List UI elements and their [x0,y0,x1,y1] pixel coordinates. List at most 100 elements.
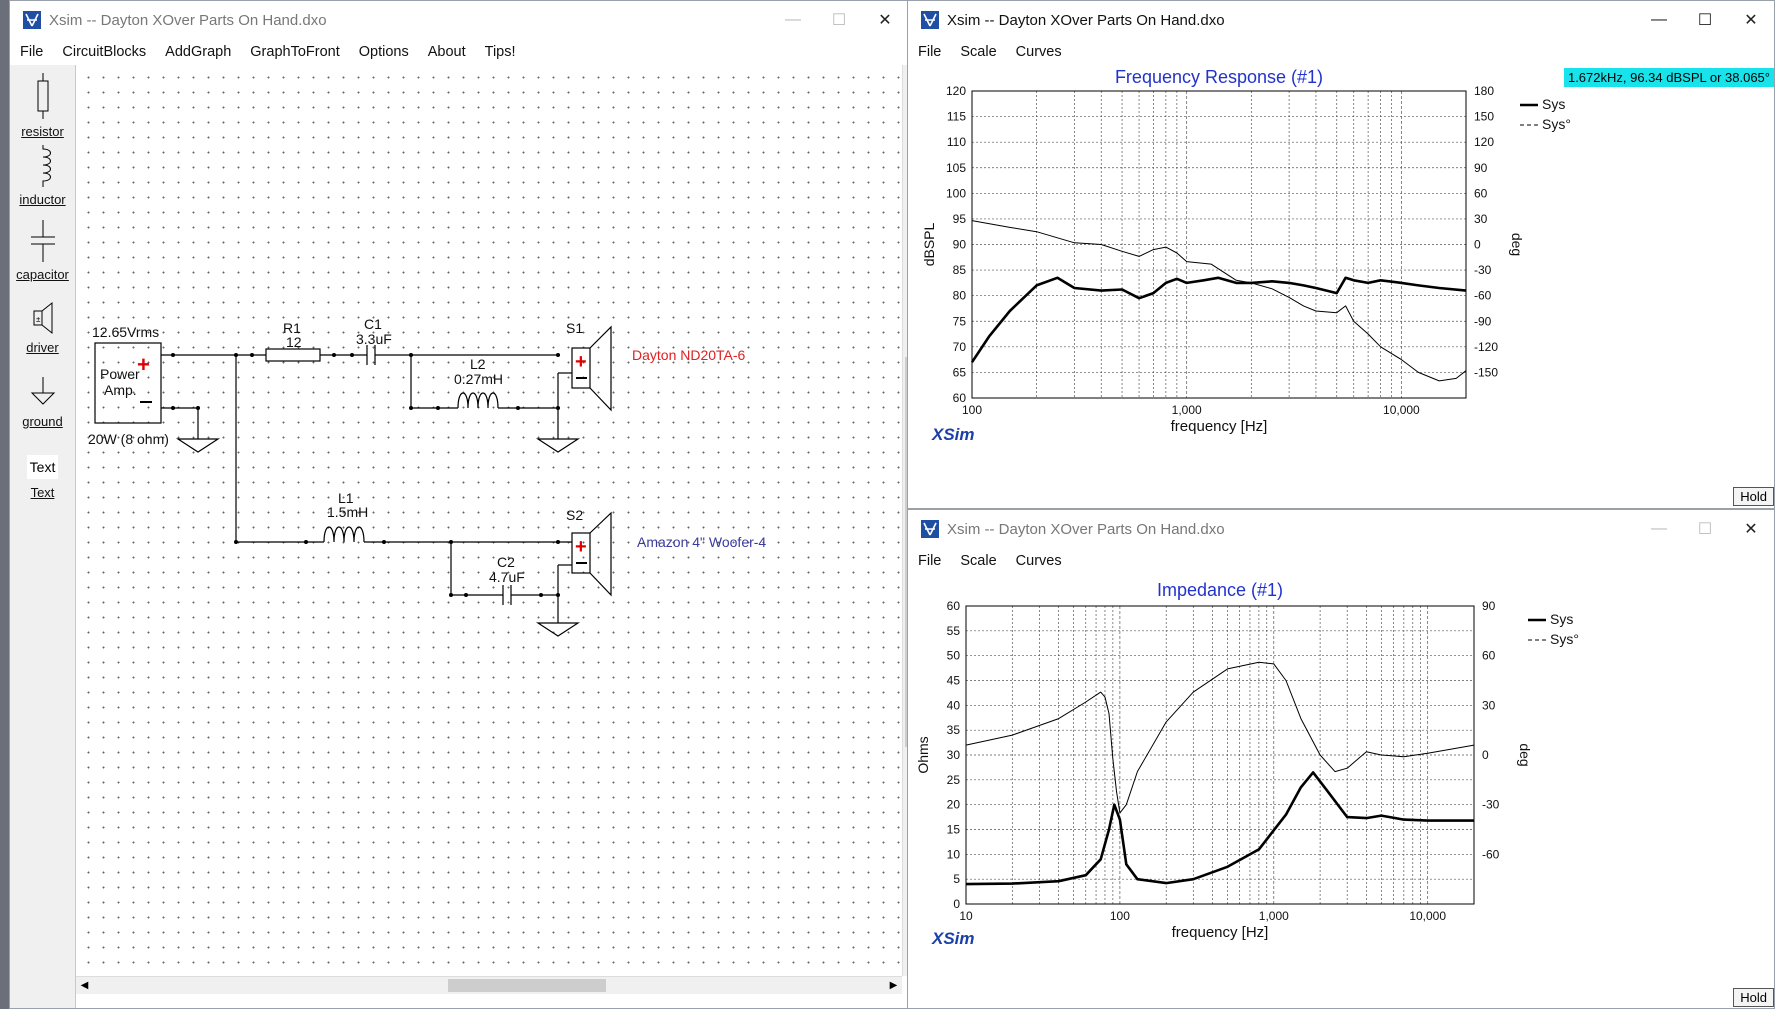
x-axis-label: frequency [Hz] [1171,418,1268,435]
imp-menubar: File Scale Curves [908,548,1774,574]
s1-magnet [571,347,591,389]
source-label: Amp. [104,382,137,398]
y-tick-label: 80 [953,289,967,303]
tool-inductor[interactable]: inductor [10,145,75,207]
menu-file[interactable]: File [20,44,44,60]
legend-label: Sys° [1542,116,1571,132]
menu-tips[interactable]: Tips! [484,44,516,60]
amp-box [94,342,162,424]
close-button[interactable]: ✕ [878,12,892,29]
y2-axis-label: deg [1517,743,1533,766]
menu-curves[interactable]: Curves [1015,553,1062,569]
y2-tick-label: -120 [1474,340,1498,354]
r1-body [265,348,321,362]
close-button[interactable]: ✕ [1744,521,1758,538]
tool-label: driver [26,340,59,355]
y2-tick-label: 0 [1474,238,1481,252]
scroll-thumb[interactable] [905,357,908,747]
y-tick-label: 70 [953,340,967,354]
freq-titlebar[interactable]: Xsim -- Dayton XOver Parts On Hand.dxo —… [908,1,1774,39]
menu-file[interactable]: File [918,553,942,569]
y2-tick-label: 0 [1482,748,1489,762]
y-tick-label: 20 [947,798,961,812]
l1-coil [323,526,365,543]
legend-label: Sys [1542,96,1565,112]
hold-button[interactable]: Hold [1733,487,1774,506]
schematic-canvas[interactable]: + + + 12.65Vrms Power Amp. 20W (8 ohm) R… [76,65,902,976]
l1-value: 1.5mH [327,504,368,520]
minimize-button[interactable]: — [785,11,801,28]
series-line-sys [965,771,1474,886]
ground-symbol [175,438,221,453]
tool-label: inductor [19,192,66,207]
y-tick-label: 120 [946,84,966,98]
chart-title: Impedance (#1) [1157,580,1283,600]
tool-driver[interactable]: ± driver [10,301,75,355]
y2-tick-label: 60 [1474,186,1488,200]
maximize-button[interactable]: ☐ [1697,521,1713,538]
x-tick-label: 100 [1110,909,1130,923]
menu-about[interactable]: About [427,44,466,60]
l1-name: L1 [338,490,354,506]
y-axis-label: Ohms [915,736,931,773]
y2-tick-label: -60 [1482,847,1500,861]
tool-resistor[interactable]: resistor [10,73,75,139]
imp-titlebar[interactable]: Xsim -- Dayton XOver Parts On Hand.dxo —… [908,510,1774,548]
y2-tick-label: 90 [1482,599,1496,613]
menu-curves[interactable]: Curves [1015,44,1062,60]
minimize-button[interactable]: — [1651,11,1667,28]
close-button[interactable]: ✕ [1744,12,1758,29]
maximize-button[interactable]: ☐ [831,12,847,29]
tool-label: ground [22,414,63,429]
capacitor-icon [30,220,55,262]
y2-tick-label: 60 [1482,649,1496,663]
y-tick-label: 65 [953,365,967,379]
menu-addgraph[interactable]: AddGraph [165,44,232,60]
tool-capacitor[interactable]: capacitor [10,220,75,282]
ground-icon [30,377,55,405]
resistor-icon [37,73,48,119]
minimize-button[interactable]: — [1651,520,1667,537]
source-power-label: 20W (8 ohm) [88,431,169,447]
schematic-titlebar[interactable]: Xsim -- Dayton XOver Parts On Hand.dxo —… [10,1,908,39]
hold-button[interactable]: Hold [1733,988,1774,1007]
ground-symbol [535,438,581,453]
y-tick-label: 40 [947,698,961,712]
tool-ground[interactable]: ground [10,377,75,429]
y-tick-label: 60 [947,599,961,613]
y-tick-label: 5 [953,872,960,886]
scroll-right-arrow-icon[interactable]: ▶ [889,980,898,991]
scroll-thumb[interactable] [448,979,606,992]
xsim-brand-label: XSim [931,929,975,948]
y-tick-label: 110 [947,135,966,149]
y-tick-label: 60 [953,391,967,405]
y-tick-label: 105 [946,161,966,175]
menu-options[interactable]: Options [358,44,409,60]
menu-scale[interactable]: Scale [960,44,997,60]
series-line-sys [970,276,1467,363]
x-axis-label: frequency [Hz] [1172,924,1269,941]
y2-tick-label: 30 [1474,212,1488,226]
horizontal-scrollbar[interactable]: ◀ ▶ [76,976,902,994]
tool-text[interactable]: Text Text [10,455,75,500]
text-tool-box: Text [26,455,59,479]
legend-label: Sys° [1550,631,1579,647]
menu-circuitblocks[interactable]: CircuitBlocks [62,44,147,60]
c1-value: 3.3uF [356,331,392,347]
tool-label: resistor [21,124,64,139]
y-tick-label: 30 [947,748,961,762]
schematic-drawing: + + + 12.65Vrms Power Amp. 20W (8 ohm) R… [88,316,766,637]
menu-file[interactable]: File [918,44,942,60]
menu-graphtofront[interactable]: GraphToFront [250,44,340,60]
y2-tick-label: -150 [1474,365,1498,379]
window-title: Xsim -- Dayton XOver Parts On Hand.dxo [49,11,327,29]
l2-name: L2 [470,356,486,372]
scroll-left-arrow-icon[interactable]: ◀ [80,980,89,991]
menu-scale[interactable]: Scale [960,553,997,569]
plot-frame [971,90,1467,399]
series-line-sys-phase [965,661,1475,814]
maximize-button[interactable]: ☐ [1697,12,1713,29]
schematic-window: Xsim -- Dayton XOver Parts On Hand.dxo —… [9,0,909,1009]
